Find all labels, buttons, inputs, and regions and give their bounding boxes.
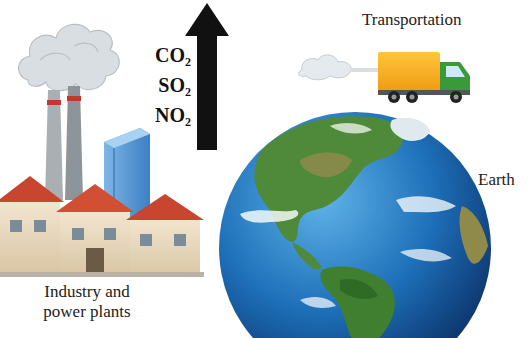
gas-label: NO₂ xyxy=(155,104,191,127)
truck xyxy=(299,52,470,103)
factory xyxy=(0,24,204,277)
earth-label: Earth xyxy=(478,170,515,190)
emission-arrow xyxy=(185,3,229,150)
industry-label: Industry and power plants xyxy=(22,282,152,321)
transport-label: Transportation xyxy=(362,10,462,30)
earth-globe xyxy=(219,112,491,338)
gas-label: CO₂ xyxy=(155,44,191,67)
gas-label: SO₂ xyxy=(158,74,191,97)
